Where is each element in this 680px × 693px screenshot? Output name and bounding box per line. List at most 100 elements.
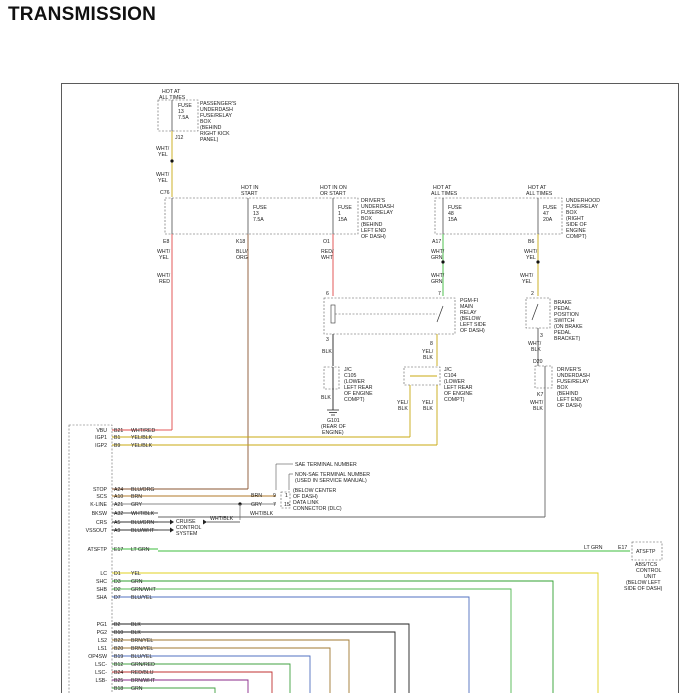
pin-wire-color: YEL/BLK	[131, 443, 153, 449]
connector-label: 2	[531, 291, 534, 297]
pin-connector: D2	[114, 587, 121, 593]
pin-connector: B9	[114, 443, 120, 449]
wire-tag: WHT/	[524, 249, 538, 255]
dlc-pin-sae: 7	[273, 502, 276, 508]
pin-connector: B21	[114, 428, 123, 434]
component-label: J/C	[444, 367, 452, 373]
component-label: DATA LINK	[293, 500, 319, 506]
splice-dot	[170, 159, 174, 163]
component-label: LEFT END	[557, 397, 582, 403]
wire-lsc2	[158, 671, 273, 693]
component-label: PEDAL	[554, 306, 571, 312]
pin-wire-color: RED/BLU	[131, 670, 154, 676]
arrow-icon	[203, 519, 207, 525]
wire-tag: WHT/	[431, 249, 445, 255]
relay-contact	[436, 305, 444, 323]
pin-label: STOP	[93, 487, 108, 493]
wire-tag: WHT/	[520, 273, 534, 279]
pin-label: CRS	[96, 520, 107, 526]
connector-label: 6	[326, 291, 329, 297]
ground-label: ENGINE)	[322, 430, 344, 436]
wire-lc	[158, 572, 599, 693]
fuse-label: 1	[338, 211, 341, 217]
brake-switch-outline	[525, 297, 551, 329]
pin-label: VSSOUT	[86, 528, 108, 534]
pin-label: LSC-	[95, 662, 107, 668]
pin-connector: B24	[114, 670, 123, 676]
pin-label: PG1	[97, 622, 107, 628]
abs-unit-outline	[631, 541, 663, 561]
dlc-outline	[280, 491, 291, 509]
dlc-legend: (USED IN SERVICE MANUAL)	[295, 478, 367, 484]
component-label: BOX	[200, 119, 211, 125]
component-label: RELAY	[460, 310, 477, 316]
wire-tag: GRN	[431, 279, 443, 285]
wire-tag: YEL	[526, 255, 536, 261]
component-label: POSITION	[554, 312, 579, 318]
dlc-leader	[288, 473, 293, 490]
component-label: J/C	[344, 367, 352, 373]
component-label: PASSENGER'S	[200, 101, 237, 107]
hot-label: HOT IN	[241, 185, 259, 191]
fuse-label: 20A	[543, 217, 553, 223]
pin-connector: A5	[114, 520, 120, 526]
component-label: PGM-FI	[460, 298, 478, 304]
pin-connector: A32	[114, 511, 123, 517]
wire-tag: RED	[159, 279, 170, 285]
pin-connector: B22	[114, 638, 123, 644]
dlc-legend: SAE TERMINAL NUMBER	[295, 462, 357, 468]
component-label: BRAKE	[554, 300, 572, 306]
component-label: ENGINE	[566, 228, 586, 234]
component-label: (BEHIND	[200, 125, 222, 131]
pin-label: LSC-	[95, 670, 107, 676]
pin-connector: B12	[114, 662, 123, 668]
pin-wire-color: GRN	[131, 579, 143, 585]
connector-label: 7	[438, 291, 441, 297]
pin-label: LS2	[98, 638, 107, 644]
pin-wire-color: BLU/WHT	[131, 528, 155, 534]
wire-tag: YEL	[158, 152, 168, 158]
wire-tag: YEL	[158, 178, 168, 184]
wire-tag: WHT/	[156, 146, 170, 152]
ground-label: G101	[327, 418, 340, 424]
hot-label: OR START	[320, 191, 347, 197]
wire-pg1	[158, 623, 410, 693]
pin-wire-color: BRN/WHT	[131, 678, 156, 684]
component-label: (BEHIND	[361, 222, 383, 228]
jc-c105-outline	[323, 366, 340, 390]
pin-wire-color: GRY	[131, 502, 143, 508]
wire-shb	[158, 588, 512, 693]
connector-label: J12	[175, 135, 183, 141]
dlc-pin-wire: GRY	[251, 502, 263, 508]
fuse-label: 15A	[448, 217, 458, 223]
pin-label: BKSW	[92, 511, 107, 517]
component-label: (ON BRAKE	[554, 324, 583, 330]
wire-tag: BLU/	[236, 249, 248, 255]
wire-tag: WHT/	[431, 273, 445, 279]
pin-connector: B1	[114, 435, 120, 441]
relay-coil	[330, 304, 336, 324]
pin-wire-color: BLU/YEL	[131, 654, 152, 660]
component-label: (RIGHT	[566, 216, 585, 222]
fuse-label: FUSE	[178, 103, 192, 109]
hot-label: ALL TIMES	[526, 191, 553, 197]
connector-label: 3	[326, 337, 329, 343]
pin-wire-color: BRN/YEL	[131, 638, 153, 644]
component-label: COMPT)	[444, 397, 465, 403]
ground-label: (REAR OF	[321, 424, 346, 430]
hot-label: HOT IN ON	[320, 185, 347, 191]
connector-label: B6	[528, 239, 534, 245]
component-label: DRIVER'S	[361, 198, 386, 204]
component-label: OF DASH)	[557, 403, 582, 409]
hot-label: HOT AT	[162, 89, 181, 95]
connector-label: 8	[430, 341, 433, 347]
component-label: UNDERHOOD	[566, 198, 600, 204]
component-label: UNDERDASH	[200, 107, 233, 113]
pin-wire-color: GRN/RED	[131, 662, 155, 668]
component-label: (BELOW LEFT	[626, 580, 661, 586]
wire-tag: BLK	[321, 395, 331, 401]
wire-tag: YEL	[522, 279, 532, 285]
switch-contact	[531, 303, 539, 321]
connector-label: E17	[618, 545, 627, 551]
ecm-block-outline	[68, 424, 113, 693]
